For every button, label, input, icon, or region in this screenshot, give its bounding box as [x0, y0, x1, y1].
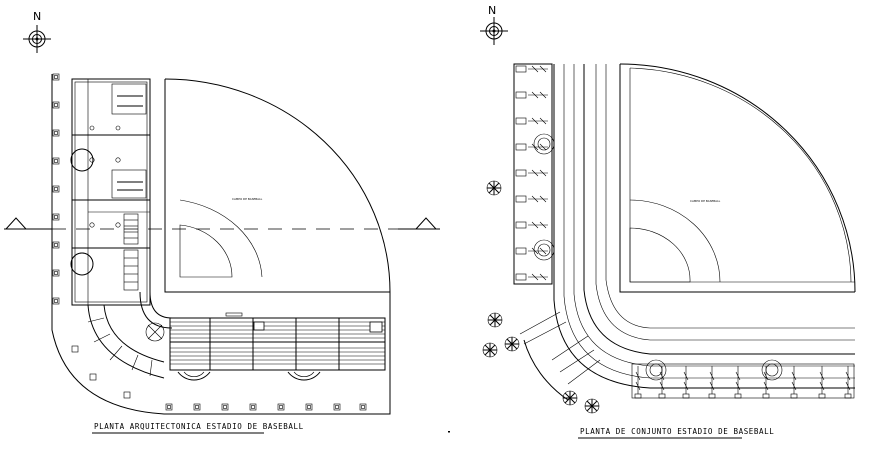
drawing-title: PLANTA ARQUITECTONICA ESTADIO DE BASEBAL… — [94, 422, 304, 431]
infield — [179, 224, 233, 278]
tree-icon — [504, 336, 520, 352]
tree-icon — [584, 398, 600, 414]
planters-south — [71, 345, 367, 411]
tree-icon — [487, 312, 503, 328]
main-building — [71, 78, 151, 306]
field-label: CAMPO DE BASEBALL — [690, 199, 721, 203]
north-label: N — [488, 4, 496, 17]
north-arrow-icon: N — [480, 4, 508, 45]
curved-wing-outer — [87, 304, 165, 379]
outfield-wall — [164, 78, 391, 293]
foul-lines — [619, 64, 855, 293]
locker-rooms — [123, 213, 139, 291]
outfield-wall — [619, 63, 856, 293]
site-perimeter — [51, 74, 391, 415]
section-marker-left-icon — [4, 217, 52, 230]
toilet-block-north — [111, 83, 147, 115]
road-outer — [553, 64, 855, 389]
north-arrow-icon: N — [23, 10, 51, 53]
parking-stalls-south — [634, 366, 852, 399]
parking-west — [513, 63, 553, 285]
north-label: N — [33, 10, 41, 23]
parking-south — [631, 363, 855, 399]
parking-stalls-west — [515, 65, 548, 281]
architectural-plan: N — [4, 10, 440, 434]
tree-icon — [486, 180, 502, 196]
tree-icon — [482, 342, 498, 358]
toilet-block-center — [111, 169, 147, 199]
field-label: CAMPO DE BASEBALL — [232, 197, 263, 201]
planters-west — [52, 73, 60, 305]
site-plan: N — [480, 4, 856, 439]
foul-lines — [164, 79, 390, 293]
tree-icon — [562, 390, 578, 406]
bleachers — [169, 312, 386, 371]
drawing-title: PLANTA DE CONJUNTO ESTADIO DE BASEBALL — [580, 427, 774, 436]
curved-wing-inner — [103, 304, 165, 363]
section-marker-right-icon — [398, 217, 440, 230]
infield — [629, 227, 691, 283]
